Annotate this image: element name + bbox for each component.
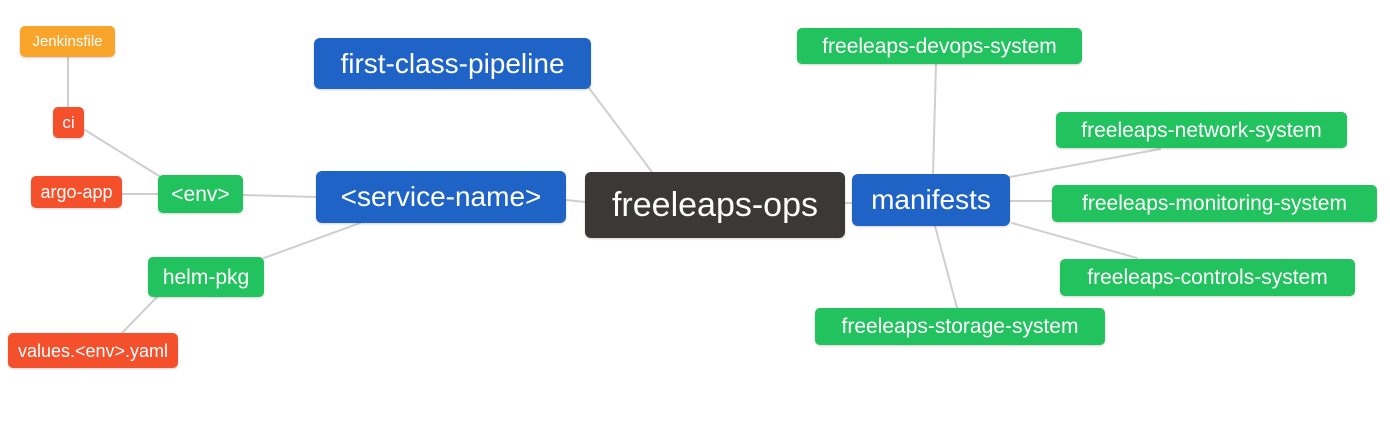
node-freeleaps-network-system[interactable]: freeleaps-network-system — [1056, 112, 1347, 148]
node-helm-pkg[interactable]: helm-pkg — [148, 257, 264, 297]
node-argo-app[interactable]: argo-app — [31, 176, 122, 208]
node-freeleaps-monitoring-system-label: freeleaps-monitoring-system — [1082, 192, 1347, 215]
edge-ci-to-env — [84, 129, 160, 177]
node-values-env-yaml[interactable]: values.<env>.yaml — [8, 333, 178, 368]
node-manifests[interactable]: manifests — [852, 174, 1010, 226]
node-freeleaps-controls-system-label: freeleaps-controls-system — [1087, 266, 1328, 289]
edge-manifests-to-freeleaps-network-system — [1009, 148, 1161, 178]
node-manifests-label: manifests — [871, 184, 991, 215]
edge-manifests-to-freeleaps-controls-system — [1011, 222, 1138, 259]
node-jenkinsfile[interactable]: Jenkinsfile — [20, 26, 115, 57]
edge-helm-pkg-to-service-name — [263, 222, 361, 259]
node-freeleaps-storage-system[interactable]: freeleaps-storage-system — [815, 308, 1105, 345]
node-freeleaps-devops-system-label: freeleaps-devops-system — [822, 34, 1057, 58]
node-freeleaps-ops[interactable]: freeleaps-ops — [585, 172, 845, 238]
edge-manifests-to-freeleaps-devops-system — [932, 63, 937, 175]
edge-first-class-pipeline-to-freeleaps-ops — [588, 87, 653, 173]
node-freeleaps-storage-system-label: freeleaps-storage-system — [841, 315, 1079, 338]
node-ci-label: ci — [62, 113, 75, 132]
edge-service-name-to-freeleaps-ops — [565, 199, 586, 203]
node-helm-pkg-label: helm-pkg — [162, 265, 250, 289]
node-env-label: <env> — [171, 182, 230, 206]
node-first-class-pipeline-label: first-class-pipeline — [340, 47, 565, 79]
node-freeleaps-network-system-label: freeleaps-network-system — [1081, 118, 1322, 142]
node-freeleaps-devops-system[interactable]: freeleaps-devops-system — [797, 28, 1082, 64]
edge-helm-pkg-to-values-env-yaml — [121, 296, 158, 334]
node-env[interactable]: <env> — [158, 175, 243, 213]
node-freeleaps-controls-system[interactable]: freeleaps-controls-system — [1060, 259, 1355, 296]
edge-manifests-to-freeleaps-storage-system — [934, 225, 958, 309]
node-ci[interactable]: ci — [53, 107, 84, 138]
node-service-name[interactable]: <service-name> — [316, 171, 566, 223]
edge-env-to-service-name — [242, 194, 317, 198]
node-argo-app-label: argo-app — [40, 182, 113, 202]
node-freeleaps-ops-label: freeleaps-ops — [611, 186, 818, 224]
node-service-name-label: <service-name> — [340, 181, 542, 212]
node-jenkinsfile-label: Jenkinsfile — [32, 33, 103, 50]
node-values-env-yaml-label: values.<env>.yaml — [17, 340, 169, 361]
node-first-class-pipeline[interactable]: first-class-pipeline — [314, 38, 591, 89]
node-freeleaps-monitoring-system[interactable]: freeleaps-monitoring-system — [1052, 185, 1377, 222]
